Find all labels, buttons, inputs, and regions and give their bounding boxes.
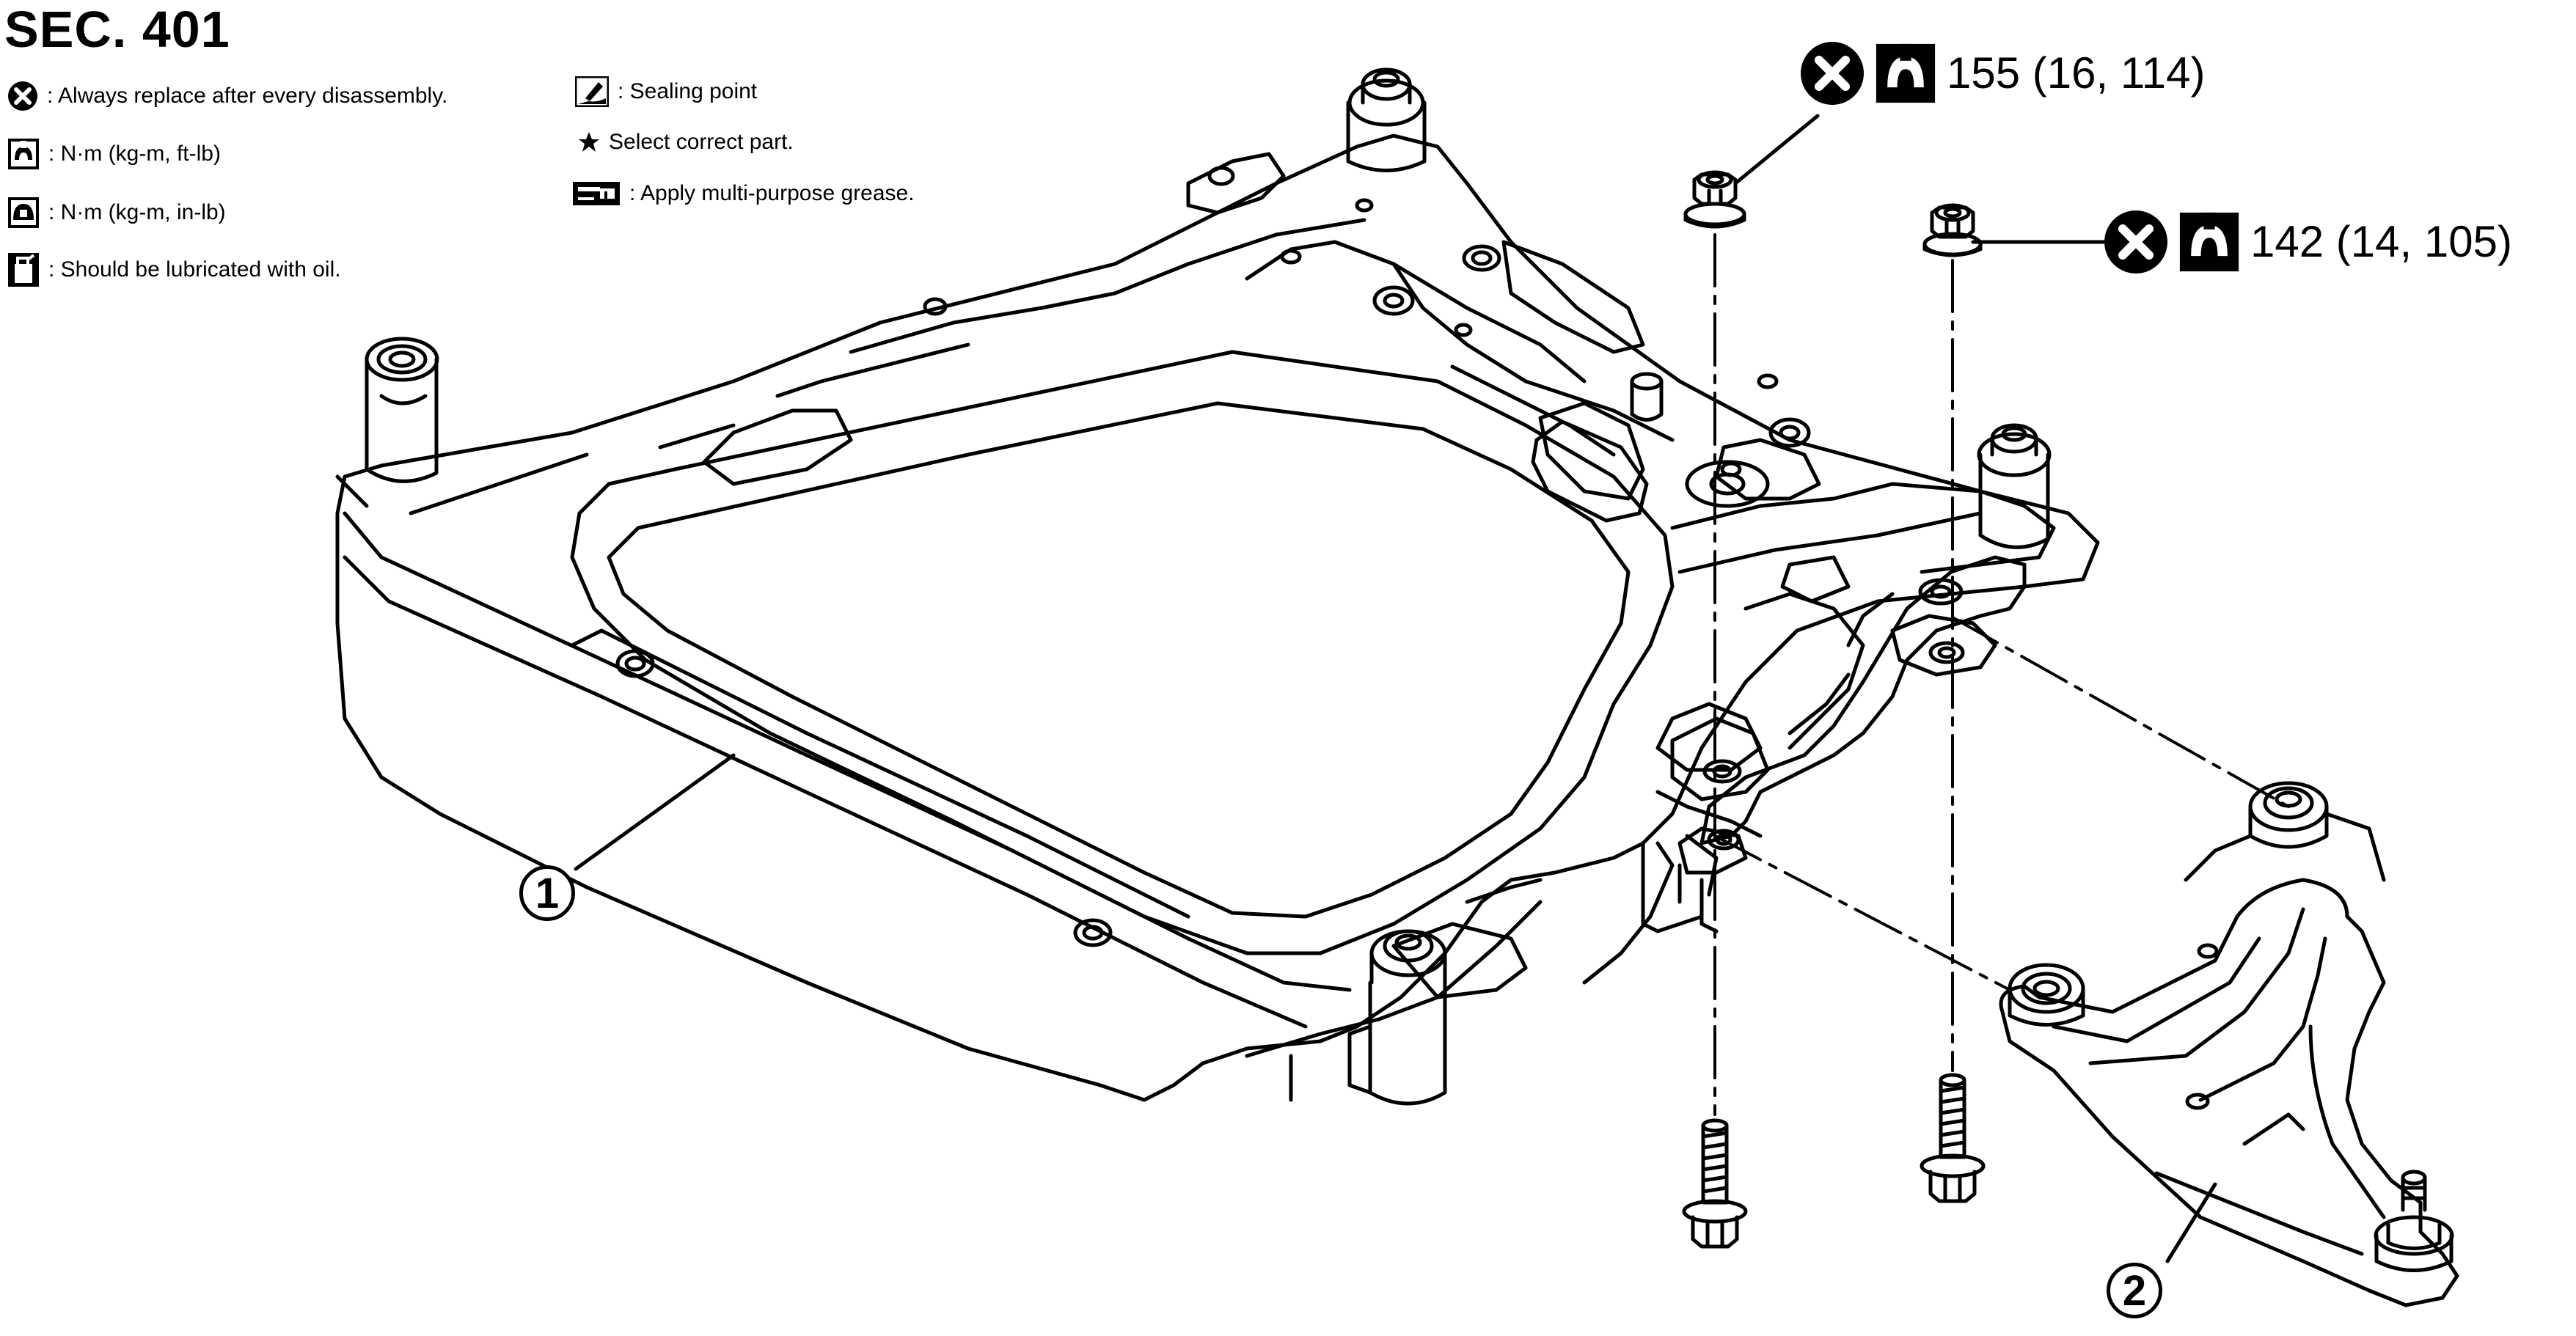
leader-line-part-2	[2165, 1182, 2217, 1263]
small-hole	[1207, 166, 1235, 186]
flange-nut-1	[1683, 170, 1746, 229]
small-hole	[1454, 323, 1473, 337]
transverse-link-bracket	[1670, 555, 2027, 933]
legend-lubricate: : Should be lubricated with oil.	[7, 252, 341, 287]
mount-hole	[1372, 285, 1415, 316]
legend-grease-label: : Apply multi-purpose grease.	[629, 181, 915, 205]
frame-window	[1531, 419, 1649, 523]
torque-wrench-icon	[2179, 212, 2239, 272]
small-hole	[923, 297, 948, 316]
small-hole	[1280, 249, 1302, 265]
link-bushing-front	[2008, 963, 2085, 1027]
link-hole	[2185, 1093, 2210, 1110]
mount-hole	[615, 649, 655, 678]
replace-x-icon	[8, 81, 37, 111]
bushing-rear-center	[1346, 67, 1427, 172]
bolt-1	[1682, 1118, 1748, 1249]
legend-lubricate-label: : Should be lubricated with oil.	[48, 257, 341, 282]
legend-select: Select correct part.	[578, 128, 794, 157]
link-bushing-rear	[2184, 781, 2386, 882]
bolt-2	[1920, 1073, 1986, 1203]
grease-icon	[573, 182, 620, 205]
legend-replace-label: : Always replace after every disassembly…	[47, 84, 448, 108]
torque-spec-nut-2: 142 (14, 105)	[2104, 210, 2512, 274]
callout-part-2-label: 2	[2122, 1266, 2147, 1315]
torque-value-nut-1: 155 (16, 114)	[1947, 48, 2206, 98]
leader-line-nut-1	[1733, 114, 1820, 186]
bushing-front-right	[1977, 423, 2052, 549]
callout-part-1: 1	[519, 865, 575, 921]
sealing-point-icon	[575, 76, 609, 107]
replace-x-icon	[1801, 42, 1864, 105]
legend-sealing-label: : Sealing point	[618, 79, 758, 103]
small-hole	[1757, 373, 1779, 389]
bushing-rear-left	[365, 337, 439, 483]
front-suspension-member	[335, 133, 2100, 1102]
mount-hole	[1768, 417, 1811, 448]
dome-recess	[1685, 460, 1770, 508]
star-icon	[579, 132, 599, 152]
torque-value-nut-2: 142 (14, 105)	[2250, 217, 2512, 266]
callout-part-1-label: 1	[535, 869, 560, 917]
assembly-center-lines	[1713, 233, 2290, 1116]
legend-torque-inlb-label: : N·m (kg-m, in-lb)	[48, 200, 226, 224]
leader-line-part-1	[574, 753, 736, 871]
replace-x-icon	[2104, 210, 2167, 274]
transverse-link	[1999, 781, 2459, 1307]
oil-can-icon	[8, 253, 39, 287]
bushing-front-left	[1347, 929, 1447, 1106]
callout-part-2: 2	[2107, 1263, 2162, 1318]
legend-sealing: : Sealing point	[575, 76, 757, 107]
legend-select-label: Select correct part.	[609, 130, 794, 154]
legend-torque-inlb: : N·m (kg-m, in-lb)	[7, 197, 226, 229]
torque-wrench-inlb-icon	[8, 197, 39, 228]
link-hole	[2197, 943, 2219, 959]
section-title: SEC. 401	[4, 1, 230, 58]
torque-wrench-icon	[8, 139, 39, 169]
small-hole	[1355, 198, 1374, 213]
small-stud	[1630, 372, 1664, 422]
legend-grease: : Apply multi-purpose grease.	[572, 179, 915, 208]
torque-spec-nut-1: 155 (16, 114)	[1800, 41, 2205, 106]
mount-hole	[1073, 918, 1113, 947]
link-ball-joint	[2374, 1170, 2454, 1272]
torque-wrench-icon	[1876, 43, 1936, 103]
legend-torque-ftlb-label: : N·m (kg-m, ft-lb)	[48, 142, 221, 166]
legend-torque-ftlb: : N·m (kg-m, ft-lb)	[7, 138, 221, 170]
flange-nut-2	[1922, 203, 1983, 257]
legend-replace: : Always replace after every disassembly…	[7, 81, 447, 111]
mount-hole	[1462, 244, 1501, 272]
